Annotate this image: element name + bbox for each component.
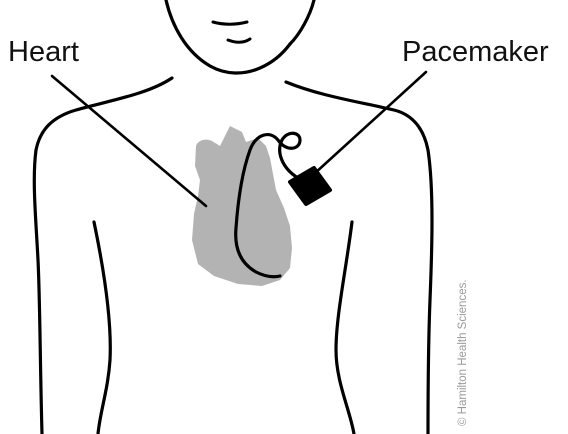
pacemaker-pointer-line: [314, 72, 426, 174]
chin-mark: [213, 22, 247, 24]
neck-left: [166, 0, 290, 73]
left-arm-inner: [94, 222, 110, 434]
copyright-credit: © Hamilton Health Sciences.: [458, 279, 470, 426]
left-shoulder: [34, 78, 172, 434]
pacemaker-device: [290, 168, 330, 204]
right-shoulder: [286, 82, 432, 434]
heart-label: Heart: [8, 38, 79, 67]
mouth-mark: [228, 39, 250, 42]
right-arm-inner: [336, 222, 354, 434]
pacemaker-label: Pacemaker: [402, 38, 549, 67]
neck-right: [290, 0, 314, 44]
